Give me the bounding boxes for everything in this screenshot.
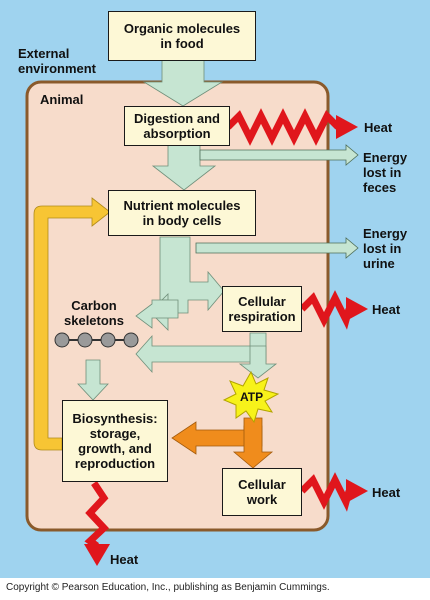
food-to-digestion-arrow	[142, 59, 224, 107]
heat-label-work: Heat	[372, 485, 401, 500]
atp-label: ATP	[240, 390, 264, 404]
heat-arrowhead-respiration	[346, 297, 368, 321]
heat-label-biosynthesis: Heat	[110, 552, 139, 567]
digestion-box: Digestion and absorption	[124, 106, 230, 146]
carbon-skeletons-label: Carbon skeletons	[64, 298, 124, 328]
recycle-arrow	[33, 197, 111, 451]
copyright-notice: Copyright © Pearson Education, Inc., pub…	[6, 582, 330, 593]
respiration-to-atp-arrow	[238, 345, 278, 379]
respiration-to-skeletons-arrow	[135, 332, 267, 374]
cellular-respiration-box: Cellular respiration	[222, 286, 302, 332]
heat-label-digestion: Heat	[364, 120, 393, 135]
heat-zigzag-digestion	[225, 108, 341, 146]
cellular-work-box: Cellular work	[222, 468, 302, 516]
digestion-to-nutrient-arrow	[151, 144, 217, 191]
nutrient-molecules-box: Nutrient molecules in body cells	[108, 190, 256, 236]
energy-lost-urine-label: Energy lost in urine	[363, 226, 408, 271]
heat-label-respiration: Heat	[372, 302, 401, 317]
skeletons-to-biosynthesis-arrow	[77, 359, 109, 401]
animal-label: Animal	[40, 92, 84, 107]
atp-burst	[222, 370, 280, 424]
atp-to-work-arrow	[232, 417, 274, 469]
heat-arrowhead-biosynthesis	[84, 544, 110, 566]
heat-arrowhead-digestion	[336, 115, 358, 139]
heat-zigzag-biosynthesis	[84, 481, 109, 549]
footer-background	[0, 578, 430, 600]
organic-molecules-box: Organic molecules in food	[108, 11, 256, 61]
heat-arrowhead-work	[346, 479, 368, 503]
external-environment-label: External environment	[18, 46, 97, 76]
biosynthesis-box: Biosynthesis: storage, growth, and repro…	[62, 400, 168, 482]
urine-loss-arrow	[195, 237, 359, 259]
carbon-skeleton-chain	[54, 332, 139, 348]
to-carbon-skeletons-arrow	[135, 299, 179, 329]
feces-loss-arrow	[199, 144, 359, 166]
energy-lost-feces-label: Energy lost in feces	[363, 150, 408, 195]
